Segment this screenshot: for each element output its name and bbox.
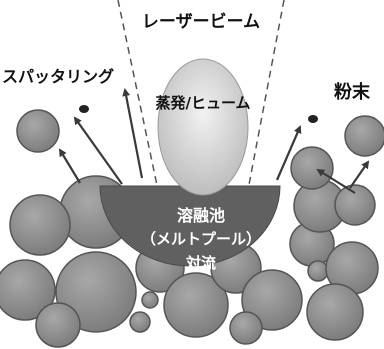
melt-pool-sublabel: （メルトプール） [141,230,261,248]
powder-particle [9,194,71,256]
powder-particle [229,311,263,345]
powder-particle [241,269,303,331]
powder-label: 粉末 [334,81,371,103]
spatter-arrow-icon [58,148,81,184]
powder-arrow-icon [349,160,370,189]
spattering-label: スパッタリング [2,67,114,86]
vapor-fume-label: 蒸発/ヒューム [155,94,250,112]
powder-particle [0,259,56,321]
spatter-arrow-icon [73,116,123,185]
powder-particle [290,146,334,190]
powder-particle [306,283,364,341]
melt-pool-label: 溶融池 [177,206,225,225]
laser-beam-left-edge [117,0,159,191]
spatter-droplet-icon [79,105,89,113]
spatter-arrows [58,88,370,194]
spatter-arrow-icon [275,125,302,181]
powder-particle [344,115,384,157]
powder-bed [0,109,384,348]
powder-particle [163,272,229,338]
melt-pool [99,185,281,267]
powder-particle [141,291,159,309]
laser-beam-label: レーザービーム [142,12,260,32]
powder-particle [334,184,376,226]
powder-particle [129,311,151,333]
convection-label: 対流 [185,254,216,272]
powder-particle [35,302,81,348]
spatter-arrow-icon [122,88,144,179]
powder-particle [307,260,329,282]
vapor-plume [157,58,249,196]
powder-particle [16,109,60,153]
spatter-droplet-icon [308,115,318,123]
laser-beam-right-edge [247,0,285,191]
powder-arrow-icon [316,168,356,194]
